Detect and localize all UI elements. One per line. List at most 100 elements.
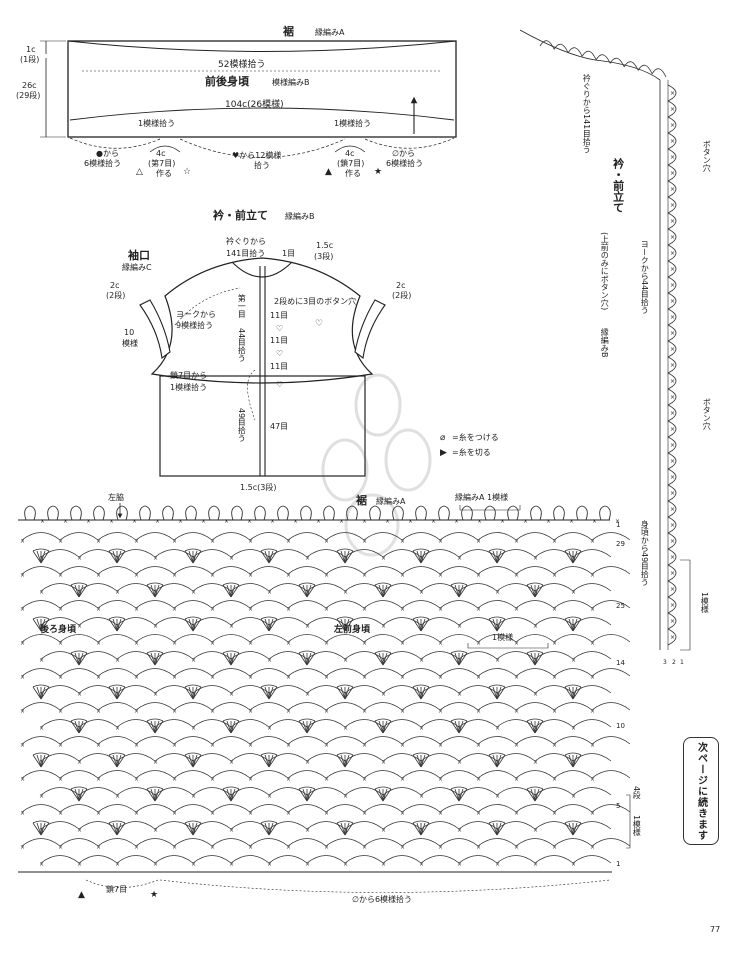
- chain-arch: [458, 855, 498, 864]
- shell-top: [450, 786, 468, 790]
- dc-stitch: [116, 754, 122, 768]
- dc-stitch: [222, 788, 232, 802]
- chain-arch: [135, 634, 175, 643]
- chain-arch: [420, 685, 460, 694]
- chain-arch: [477, 736, 517, 745]
- sc-symbol: ×: [457, 623, 462, 630]
- shell-stitch: [374, 582, 392, 598]
- dc-stitch: [564, 618, 574, 632]
- dc-stitch: [382, 652, 392, 666]
- chain-arch: [515, 532, 555, 541]
- shell-top: [412, 820, 430, 824]
- sc-symbol: ×: [172, 776, 177, 783]
- sc-symbol: ×: [39, 759, 44, 766]
- chain-arch: [40, 651, 80, 660]
- sc-symbol: ×: [77, 589, 82, 596]
- sc-symbol: ×: [670, 362, 675, 369]
- sc-symbol: ×: [39, 657, 44, 664]
- dc-stitch: [458, 584, 464, 598]
- shell-top: [526, 650, 544, 654]
- sc-symbol: ×: [153, 589, 158, 596]
- heart-icon: ♡: [276, 380, 283, 389]
- sc-symbol: ×: [419, 827, 424, 834]
- chain-arch: [78, 651, 118, 660]
- rows-repeat-bracket: [626, 794, 631, 849]
- chain-arch: [515, 702, 555, 711]
- chain-arch: [97, 600, 137, 609]
- sc-symbol: ×: [39, 793, 44, 800]
- buttonhole-label-2: ボタン穴: [702, 398, 712, 430]
- band-title: 衿・前立て: [611, 158, 625, 213]
- sc-symbol: ×: [115, 657, 120, 664]
- sc-symbol: ×: [58, 640, 63, 647]
- dc-stitch: [298, 652, 308, 666]
- dc-stitch: [230, 652, 240, 666]
- shell-stitch: [412, 616, 430, 632]
- dc-stitch: [306, 788, 312, 802]
- sc-symbol: ×: [419, 657, 424, 664]
- chain-arch: [496, 549, 536, 558]
- chain-arch: [344, 685, 384, 694]
- picot: [438, 505, 450, 521]
- sc-symbol: ×: [533, 555, 538, 562]
- chain-arch: [78, 821, 118, 830]
- sc-symbol: ×: [229, 623, 234, 630]
- chain-arch: [97, 804, 137, 813]
- dc-stitch: [344, 754, 350, 768]
- sc-symbol: ×: [191, 759, 196, 766]
- shell-top: [564, 820, 582, 824]
- dc-stitch: [40, 550, 50, 564]
- hem-curve-top: [67, 40, 457, 52]
- dc-stitch: [496, 822, 506, 836]
- chain-arch: [382, 685, 422, 694]
- sc-symbol: ×: [286, 844, 291, 851]
- picot: [392, 505, 404, 521]
- sc-symbol: ×: [58, 572, 63, 579]
- sc-symbol: ×: [172, 708, 177, 715]
- sc-symbol: ×: [20, 810, 25, 817]
- sc-symbol: ×: [293, 518, 298, 525]
- chain-arch: [515, 804, 555, 813]
- band-scallop: [667, 484, 677, 502]
- sc-symbol: ×: [476, 606, 481, 613]
- sc-symbol: ×: [58, 538, 63, 545]
- sc-symbol: ×: [115, 861, 120, 868]
- dc-stitch: [344, 754, 354, 768]
- sc-symbol: ×: [670, 90, 675, 97]
- sc-symbol: ×: [670, 330, 675, 337]
- shell-stitch: [450, 786, 468, 802]
- sc-symbol: ×: [172, 640, 177, 647]
- sc-symbol: ×: [495, 861, 500, 868]
- dc-stitch: [306, 584, 316, 598]
- sleeve-chain-1: 鎖7目から: [170, 370, 207, 380]
- chain-arch: [553, 838, 593, 847]
- chain-arch: [135, 600, 175, 609]
- sc-symbol: ×: [670, 554, 675, 561]
- dc-stitch: [150, 720, 156, 734]
- sc-symbol: ×: [96, 810, 101, 817]
- sc-symbol: ×: [39, 623, 44, 630]
- shell-stitch: [298, 718, 316, 734]
- chain-arch: [420, 753, 460, 762]
- sc-symbol: ×: [210, 674, 215, 681]
- chain-arch: [344, 821, 384, 830]
- sc-symbol: ×: [457, 725, 462, 732]
- sc-symbol: ×: [178, 518, 183, 525]
- dc-stitch: [488, 822, 498, 836]
- band-scallop: [667, 612, 677, 630]
- sc-symbol: ×: [172, 606, 177, 613]
- sc-symbol: ×: [476, 776, 481, 783]
- shell-stitch: [260, 548, 278, 564]
- shell-stitch: [488, 820, 506, 836]
- dc-stitch: [32, 822, 42, 836]
- dc-stitch: [530, 584, 536, 598]
- shell-stitch: [146, 786, 164, 802]
- band-scallop: [667, 100, 677, 118]
- sc-symbol: ×: [495, 623, 500, 630]
- chain-arch: [344, 583, 384, 592]
- sc-symbol: ×: [210, 844, 215, 851]
- chain-arch: [496, 583, 536, 592]
- sc-symbol: ×: [134, 810, 139, 817]
- chain-arch: [287, 600, 327, 609]
- sc-symbol: ×: [670, 298, 675, 305]
